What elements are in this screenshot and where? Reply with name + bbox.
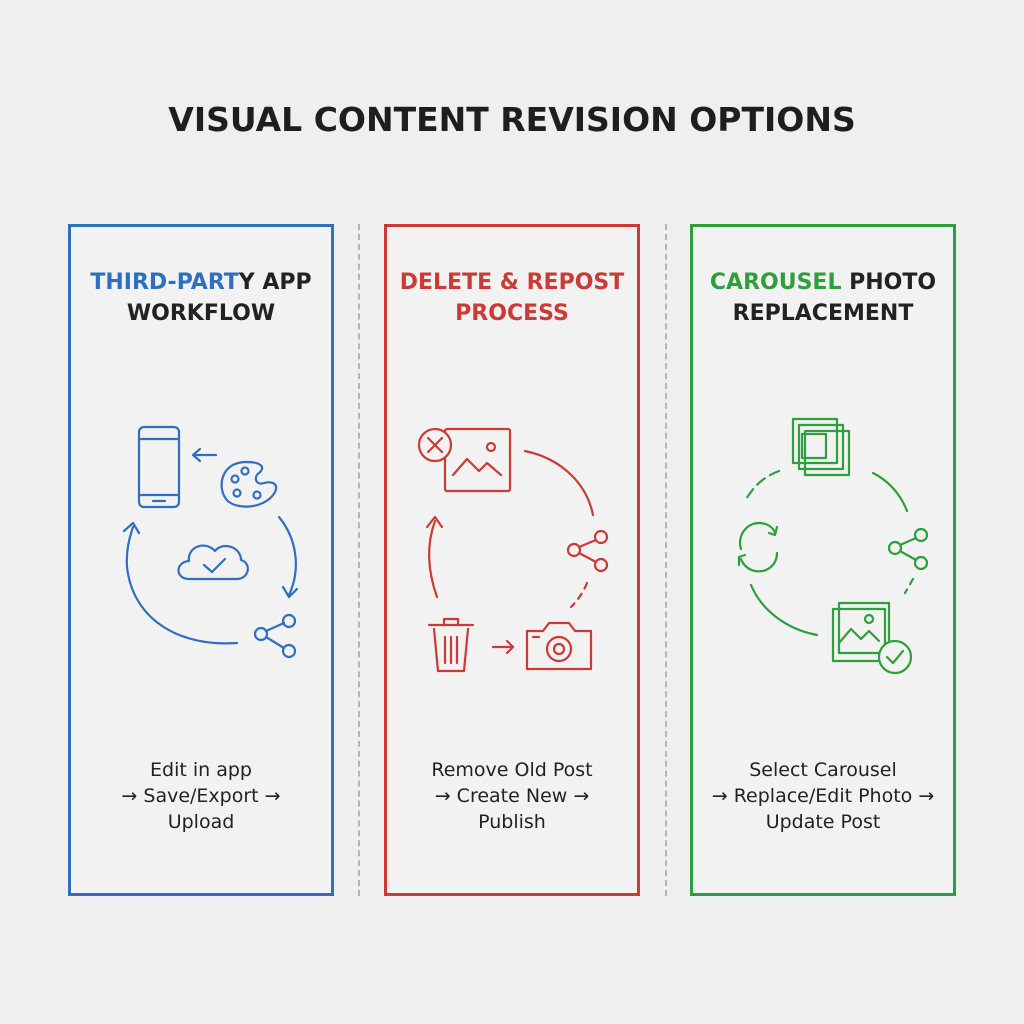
steps-text: Edit in app → Save/Export → Upload — [71, 757, 331, 835]
cloud-check-icon — [177, 544, 249, 581]
heading-accent: CAROUSEL — [709, 270, 842, 295]
cycle-arrow-bottom — [749, 577, 915, 637]
panel-delete-repost: DELETE & REPOST PROCESS — [384, 224, 640, 896]
step-line: Publish — [478, 811, 546, 833]
workflow-cycle-diagram — [122, 425, 299, 659]
palette-icon — [220, 460, 278, 508]
panel-heading: THIRD-PARTY APP WORKFLOW — [71, 267, 331, 329]
step-line: Upload — [167, 811, 235, 833]
cycle-arrow-bottom-left — [122, 521, 239, 645]
heading-line1: DELETE & REPOST — [399, 270, 625, 295]
share-icon — [887, 527, 929, 571]
cycle-arrow-left-up — [425, 515, 444, 599]
panel-carousel-replacement: CAROUSEL PHOTO REPLACEMENT — [690, 224, 956, 896]
step-line: → Save/Export → — [121, 785, 281, 807]
step-line: → Replace/Edit Photo → — [711, 785, 935, 807]
camera-icon — [525, 621, 593, 671]
panel-heading: CAROUSEL PHOTO REPLACEMENT — [693, 267, 953, 329]
heading-line2: WORKFLOW — [126, 301, 276, 326]
smartphone-icon — [137, 425, 181, 509]
step-line: Edit in app — [150, 759, 252, 781]
share-icon — [566, 529, 609, 573]
repost-cycle-diagram — [417, 427, 609, 673]
share-icon — [253, 613, 297, 659]
cycle-arrow-top — [743, 469, 909, 513]
dashed-divider — [358, 224, 360, 896]
heading-rest: Y APP — [238, 270, 312, 295]
heading-line2: REPLACEMENT — [732, 301, 914, 326]
heading-accent: THIRD-PART — [90, 270, 239, 295]
trash-icon — [427, 617, 475, 673]
carousel-stack-icon — [791, 417, 851, 477]
step-line: Update Post — [765, 811, 881, 833]
heading-line2: PROCESS — [455, 301, 569, 326]
heading-rest: PHOTO — [841, 270, 937, 295]
panel-heading: DELETE & REPOST PROCESS — [387, 267, 637, 329]
cycle-arrow-top-right — [523, 449, 595, 517]
steps-text: Remove Old Post → Create New → Publish — [387, 757, 637, 835]
image-delete-icon — [417, 427, 512, 493]
image-check-icon — [831, 601, 913, 675]
arrow-left-icon — [191, 447, 218, 463]
step-line: → Create New → — [434, 785, 590, 807]
carousel-cycle-diagram — [737, 417, 929, 675]
dashed-divider — [665, 224, 667, 896]
step-line: Select Carousel — [749, 759, 897, 781]
cycle-arrow-right — [277, 515, 299, 599]
page-title: VISUAL CONTENT REVISION OPTIONS — [168, 100, 856, 139]
step-line: Remove Old Post — [431, 759, 593, 781]
refresh-icon — [737, 521, 779, 573]
arrow-right-icon — [491, 639, 515, 655]
steps-text: Select Carousel → Replace/Edit Photo → U… — [693, 757, 953, 835]
panel-third-party-app: THIRD-PARTY APP WORKFLOW — [68, 224, 334, 896]
cycle-arrow-dashed — [569, 581, 589, 609]
